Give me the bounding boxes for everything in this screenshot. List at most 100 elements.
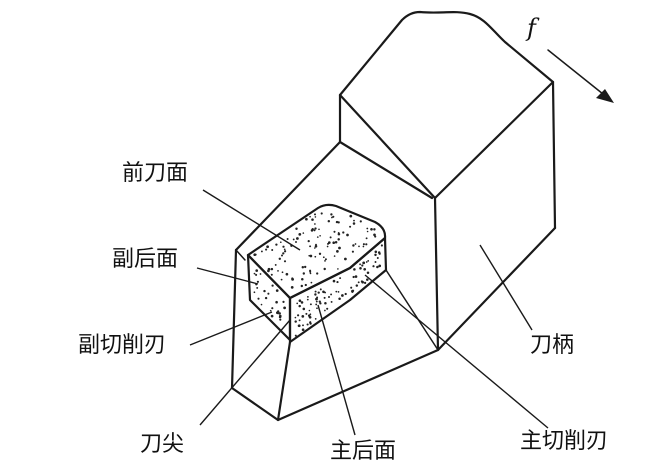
stipple-dot <box>275 289 279 292</box>
stipple-dot <box>333 230 336 233</box>
stipple-dot <box>322 290 325 294</box>
stipple-dot <box>298 299 302 303</box>
stipple-dot <box>314 245 318 248</box>
stipple-dot <box>315 243 317 246</box>
stipple-dot <box>365 243 368 246</box>
leader-minor-flank <box>196 267 259 285</box>
stipple-dot <box>316 272 319 275</box>
stipple-dot <box>317 291 320 294</box>
stipple-dot <box>275 243 278 246</box>
stipple-dot <box>301 266 305 269</box>
stipple-dot <box>358 245 360 248</box>
stipple-dot <box>256 280 259 283</box>
stipple-dot <box>337 238 340 241</box>
shank-top-face <box>338 10 555 200</box>
stipple-dot <box>300 284 304 288</box>
stipple-dot <box>309 215 311 218</box>
stipple-dot <box>302 272 305 275</box>
stipple-dot <box>301 315 305 318</box>
stipple-dot <box>294 320 297 323</box>
stipple-dot <box>359 220 362 223</box>
stipple-dot <box>255 269 259 272</box>
stipple-dot <box>333 255 336 257</box>
stipple-dot <box>281 271 284 274</box>
stipple-dot <box>263 289 266 293</box>
stipple-dot <box>374 253 377 257</box>
stipple-dot <box>336 250 339 253</box>
stipple-dot <box>319 234 321 237</box>
stipple-dot <box>295 227 298 230</box>
label-minor-cutting-edge: 副切削刃 <box>78 333 166 358</box>
stipple-dot <box>311 218 314 221</box>
stipple-dot <box>298 319 301 322</box>
stipple-dot <box>304 265 307 269</box>
leader-lines <box>189 189 549 436</box>
leader-major-cutting-edge <box>364 274 549 429</box>
stipple-dot <box>285 272 289 276</box>
stipple-dot <box>308 309 311 312</box>
stipple-dot <box>316 307 318 310</box>
feed-arrow-line <box>547 49 609 99</box>
stipple-dot <box>366 227 369 230</box>
stipple-dot <box>350 286 353 289</box>
stipple-dot <box>336 281 339 284</box>
stipple-dot <box>290 286 294 289</box>
stipple-dot <box>315 303 318 306</box>
stipple-dot <box>328 241 331 244</box>
stipple-dot <box>374 261 377 263</box>
stipple-dot <box>314 247 316 249</box>
stipple-dot <box>352 275 355 279</box>
shank-right-edge <box>551 80 557 230</box>
stipple-dot <box>349 214 353 218</box>
stipple-dot <box>264 296 268 300</box>
tool-shank <box>338 10 557 352</box>
stipple-dot <box>306 323 309 326</box>
stipple-dot <box>353 268 356 271</box>
stipple-dot <box>366 278 369 281</box>
stipple-dot <box>353 219 355 222</box>
stipple-dot <box>376 257 379 259</box>
stipple-dot <box>298 304 301 308</box>
stipple-dot <box>260 303 263 306</box>
tip-vertical-edge <box>276 340 292 422</box>
stipple-dot <box>302 324 304 327</box>
stipple-dot <box>318 228 320 231</box>
stipple-dot <box>355 284 359 287</box>
stipple-dot <box>295 241 297 243</box>
stipple-dot <box>282 300 285 304</box>
feed-direction: f <box>525 14 614 103</box>
stipple-dot <box>324 260 326 262</box>
cutting-insert <box>246 203 388 344</box>
stipple-dot <box>306 295 309 298</box>
stipple-dot <box>362 243 365 246</box>
stipple-dot <box>324 258 327 261</box>
stipple-dot <box>319 302 322 305</box>
stipple-dot <box>380 244 383 247</box>
stipple-dot <box>365 261 368 263</box>
stipple-dot <box>271 249 274 251</box>
insert-stipple <box>253 212 383 337</box>
stipple-dot <box>359 267 362 270</box>
label-minor-flank: 副后面 <box>112 247 178 272</box>
stipple-dot <box>279 241 282 244</box>
stipple-dot <box>365 237 368 240</box>
stipple-dot <box>339 277 342 280</box>
stipple-dot <box>278 257 281 260</box>
stipple-dot <box>320 212 323 215</box>
stipple-dot <box>254 253 257 256</box>
stipple-dot <box>294 316 297 319</box>
stipple-dot <box>301 277 304 281</box>
stipple-dot <box>283 260 287 263</box>
stipple-dot <box>373 233 376 237</box>
stipple-dot <box>309 272 312 275</box>
stipple-dot <box>253 291 256 294</box>
stipple-dot <box>278 315 282 319</box>
stipple-dot <box>283 306 286 310</box>
stipple-dot <box>367 260 370 262</box>
stipple-dot <box>266 245 269 249</box>
stipple-dot <box>305 217 308 221</box>
stipple-dot <box>292 238 295 241</box>
stipple-dot <box>270 273 273 276</box>
stipple-dot <box>362 245 365 248</box>
stipple-dot <box>337 291 340 293</box>
